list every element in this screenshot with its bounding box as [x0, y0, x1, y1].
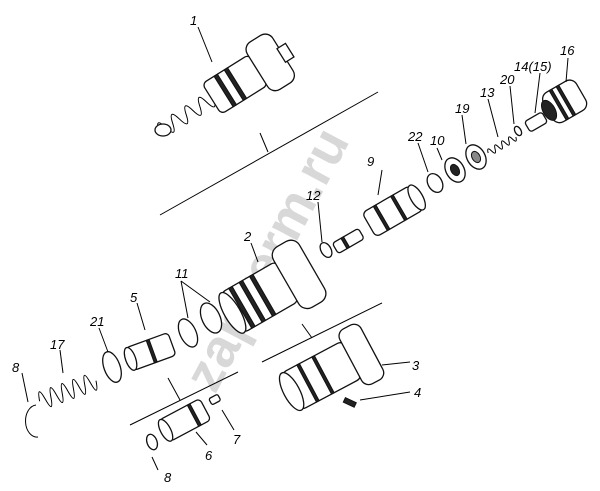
callout-14-15: 14(15) [514, 59, 552, 74]
pin-4 [342, 396, 357, 408]
ring-22 [426, 173, 444, 193]
cap-16 [540, 79, 588, 124]
callout-20: 20 [499, 72, 515, 87]
assembled-unit-1 [154, 33, 296, 137]
spring-13 [487, 136, 517, 154]
snap-ring-8a [25, 404, 39, 438]
callout-11: 11 [175, 266, 189, 281]
group-bracket-mid [261, 302, 383, 363]
callout-22: 22 [407, 129, 423, 144]
spring-17 [38, 374, 98, 408]
callout-1: 1 [190, 13, 197, 28]
sleeve-6 [157, 399, 211, 442]
oring-11b [199, 302, 223, 334]
snap-ring-8b [145, 433, 159, 451]
oring-11a [177, 318, 199, 348]
callout-5: 5 [130, 290, 138, 305]
sleeve-5 [123, 333, 176, 371]
callout-16: 16 [560, 43, 575, 58]
housing-3 [278, 323, 385, 412]
leader-lines [21, 26, 569, 471]
pin-7 [208, 394, 221, 405]
ring-20 [513, 125, 523, 137]
callout-3: 3 [412, 358, 420, 373]
callout-8-bottom: 8 [164, 470, 172, 485]
callout-2: 2 [243, 229, 252, 244]
ring-21 [102, 351, 122, 383]
group-bracket-top [159, 91, 379, 216]
callout-4: 4 [414, 385, 421, 400]
housing-2 [218, 239, 327, 334]
callout-7: 7 [233, 432, 241, 447]
group-bracket-lower [129, 371, 239, 426]
callout-21: 21 [89, 314, 104, 329]
callout-19: 19 [455, 101, 469, 116]
stem-12 [332, 228, 364, 254]
callout-10: 10 [430, 133, 445, 148]
callout-12: 12 [306, 188, 321, 203]
callout-17: 17 [50, 337, 65, 352]
callout-8-left: 8 [12, 360, 20, 375]
valve-14 [524, 112, 548, 132]
nut-19 [465, 144, 487, 170]
washer-10 [444, 157, 466, 183]
callout-6: 6 [205, 448, 213, 463]
callout-13: 13 [480, 85, 495, 100]
piston-9 [363, 184, 427, 236]
ring-12 [319, 241, 333, 259]
callout-9: 9 [367, 154, 374, 169]
